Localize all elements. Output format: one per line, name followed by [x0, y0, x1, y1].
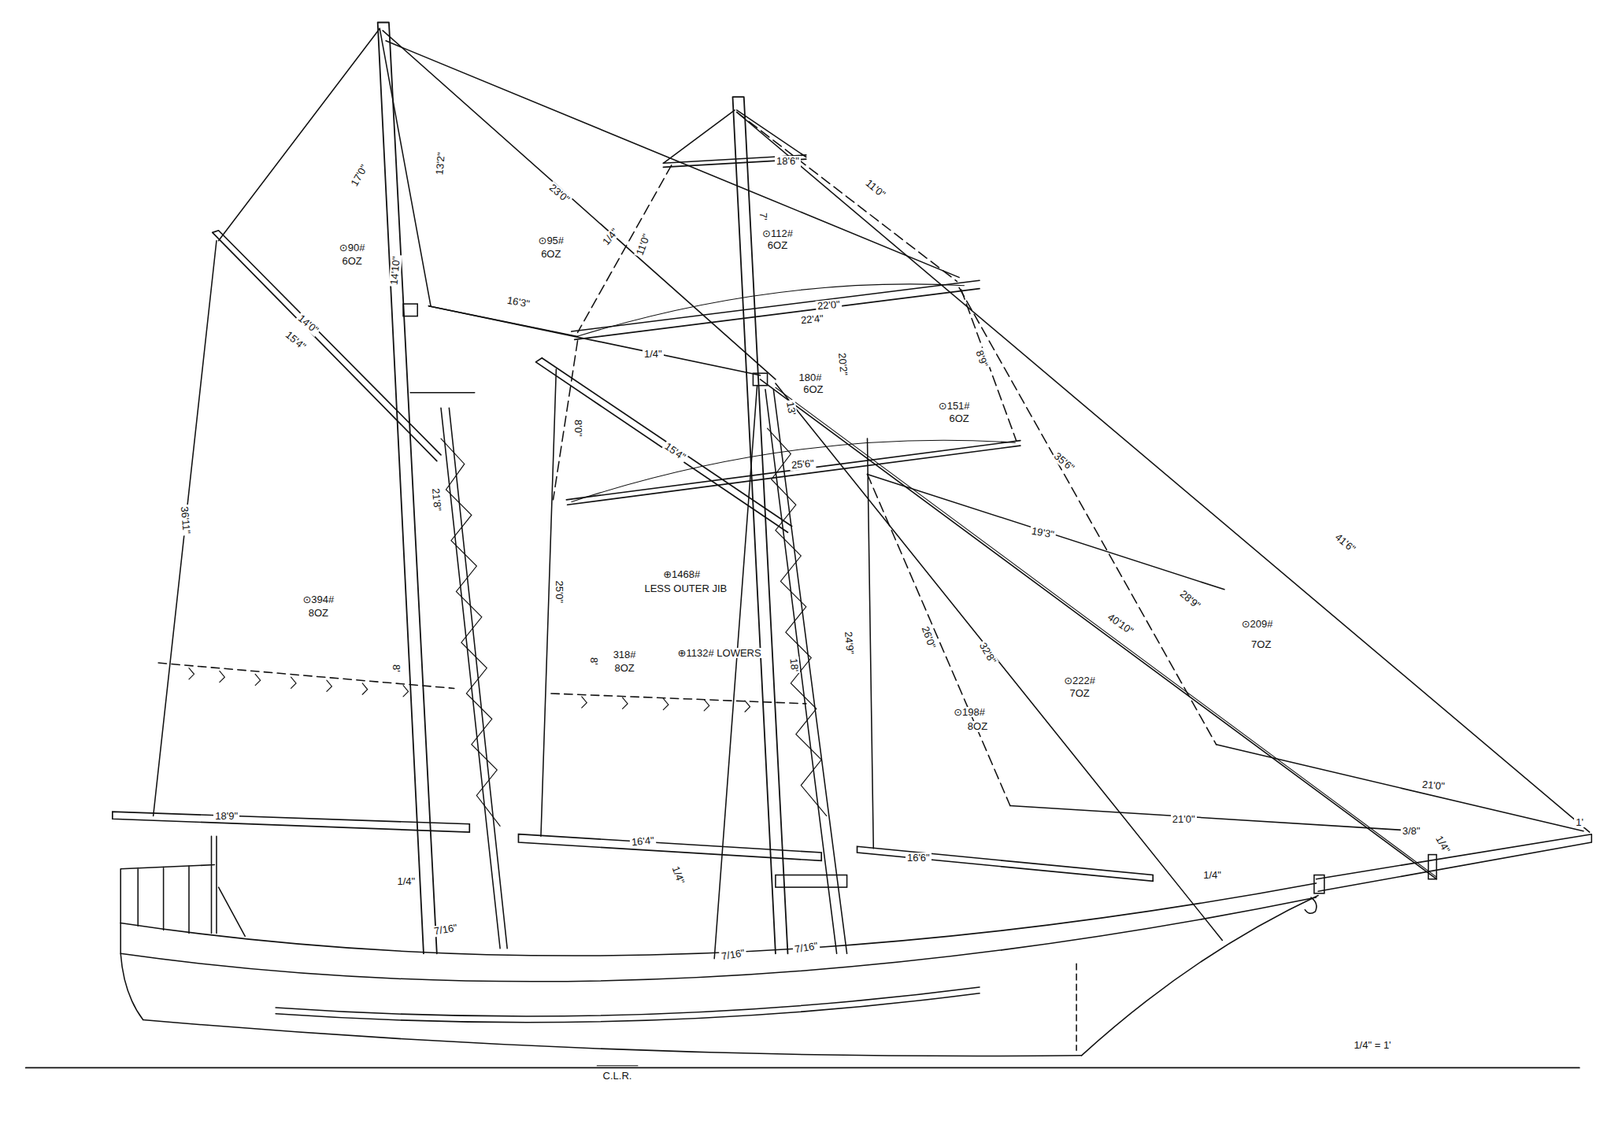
dimension-label: 1/4": [642, 348, 664, 360]
dimension-label: 6OZ: [340, 255, 363, 267]
dimension-label: 1/4" = 1': [1351, 1040, 1393, 1052]
dimension-label: 13': [784, 399, 798, 418]
dimension-label: ⊙222#: [1062, 675, 1097, 687]
dimension-label: 15'4": [282, 328, 310, 354]
dimension-label: 11'0": [633, 231, 653, 260]
dimension-label: 25'0": [553, 578, 565, 605]
dimension-label: ⊙112#: [760, 228, 795, 240]
dimension-label: 28'9": [1176, 587, 1204, 613]
dimension-label: 21'0": [1170, 814, 1197, 826]
dimension-label: 21'8": [429, 486, 443, 514]
dimension-label: 18'9": [213, 811, 240, 823]
dimension-label: 8'9": [973, 348, 991, 371]
dimension-label: 36'11": [178, 504, 193, 537]
dimension-label: 18'6": [774, 155, 801, 167]
dimension-label: 19'3": [1029, 525, 1057, 541]
dimension-label: 18': [788, 656, 800, 675]
dimension-label: 3/8": [1400, 825, 1423, 838]
dimension-label: 24'9": [842, 629, 856, 656]
dimension-label: 7/16": [792, 940, 821, 956]
dimension-label: ⊕1468#: [661, 569, 702, 581]
dimension-label: 6OZ: [766, 240, 789, 252]
dimension-label: ⊙209#: [1240, 618, 1275, 630]
dimension-label: 6OZ: [948, 413, 971, 425]
dimension-label: 11'0": [862, 176, 889, 201]
dimension-label: 14'0": [294, 311, 322, 338]
dimension-label: 1/4": [599, 225, 622, 249]
dimension-label: ⊙198#: [951, 707, 987, 719]
dimension-label: 25'6": [789, 457, 817, 471]
dimension-label: 7/16": [431, 922, 460, 938]
dimension-label: 1': [1574, 817, 1586, 829]
dimension-label: 180#: [796, 372, 823, 384]
dimension-label: 7': [758, 211, 770, 223]
dimension-label: 6OZ: [801, 384, 825, 396]
dimension-label: 8': [390, 662, 402, 675]
dimension-label: ⊙90#: [337, 242, 367, 254]
dimension-label: C.L.R.: [601, 1070, 634, 1082]
dimension-label: 13'2": [434, 149, 448, 177]
dimension-label: 7OZ: [1067, 688, 1091, 700]
dimension-label: 22'0": [814, 298, 842, 312]
dimension-label: 7OZ: [1249, 639, 1273, 651]
dimension-label: 1/4": [1433, 833, 1453, 857]
dimension-label: 41'6": [1331, 530, 1359, 556]
dimension-label: ⊙151#: [937, 400, 972, 412]
dimension-label: LESS OUTER JIB: [642, 583, 729, 595]
dimension-label: ⊙95#: [536, 235, 566, 247]
dimension-label: 16'6": [905, 852, 932, 864]
dimension-label: 8OZ: [966, 721, 989, 733]
dimension-label: 21'0": [1420, 779, 1448, 793]
dimension-label: ⊕1132# LOWERS: [676, 648, 763, 660]
dimension-label: 23'0": [545, 181, 573, 207]
dimension-label: 1/4": [395, 876, 417, 888]
dimension-label: 8OZ: [307, 607, 330, 619]
dimension-label: 17'0": [348, 161, 371, 189]
dimension-label: 35'6": [1051, 449, 1078, 475]
dimension-label: 318#: [611, 649, 638, 661]
dimension-label: 8OZ: [612, 662, 636, 675]
dimension-label: 1/4": [670, 863, 688, 888]
dimension-label: 1/4": [1201, 870, 1223, 882]
dimension-label: 26'0": [918, 623, 938, 652]
dimension-label: 14'10": [388, 254, 402, 287]
dimension-label: 32'8": [976, 639, 999, 667]
dimension-label: 16'4": [629, 835, 656, 849]
dimension-label: 7/16": [718, 947, 748, 963]
dimension-label: 40'10": [1104, 611, 1138, 638]
dimension-label: 15'4": [662, 440, 690, 464]
dimension-label: ⊙394#: [300, 594, 336, 606]
dimension-label: 16'3": [504, 294, 533, 310]
dimension-label: 22'4": [799, 312, 826, 326]
dimension-label: 8': [588, 655, 600, 667]
dimension-label: 20'2": [836, 351, 849, 378]
dimension-label: 6OZ: [539, 248, 563, 260]
dimension-label: 8'0": [572, 418, 584, 439]
